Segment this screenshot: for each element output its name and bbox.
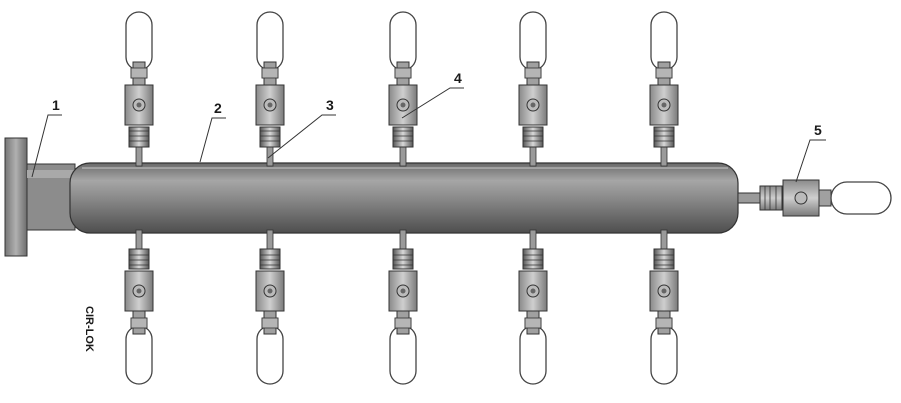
callout-2: 2 bbox=[214, 100, 222, 116]
branch-valves bbox=[124, 11, 679, 385]
callout-5: 5 bbox=[814, 122, 822, 138]
bottom-branch-valve-1 bbox=[124, 229, 154, 385]
bottom-branch-valve-2 bbox=[255, 229, 285, 385]
top-branch-valve-4 bbox=[518, 11, 548, 167]
top-branch-valve-2 bbox=[255, 11, 285, 167]
top-branch-valve-1 bbox=[124, 11, 154, 167]
callout-3: 3 bbox=[326, 97, 334, 113]
top-branch-valve-5 bbox=[649, 11, 679, 167]
inlet-flange bbox=[4, 137, 76, 257]
top-branch-valve-3 bbox=[388, 11, 418, 167]
outlet-assembly bbox=[737, 179, 892, 217]
bottom-branch-valve-4 bbox=[518, 229, 548, 385]
callout-4: 4 bbox=[454, 70, 462, 86]
leader-lines bbox=[31, 87, 826, 183]
bottom-branch-valve-5 bbox=[649, 229, 679, 385]
callout-1: 1 bbox=[52, 97, 60, 113]
callout-labels: 1 2 3 4 5 bbox=[52, 70, 822, 138]
brand-label: CIR-LOK bbox=[83, 306, 95, 352]
bottom-branch-valve-3 bbox=[388, 229, 418, 385]
manifold-body bbox=[69, 162, 739, 234]
